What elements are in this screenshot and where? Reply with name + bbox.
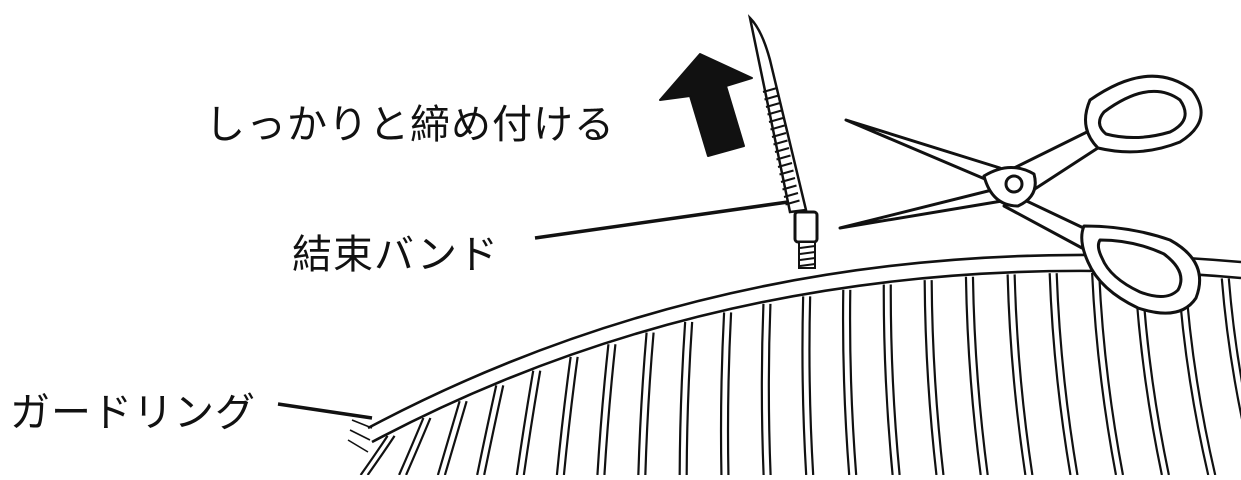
cable-tie-label: 結束バンド: [292, 232, 499, 278]
guard-wire: [685, 321, 694, 476]
guard-ring-leader: [277, 402, 373, 420]
tie-serration: [768, 117, 784, 123]
tie-serration: [785, 199, 800, 206]
cable-tie-leader: [534, 200, 789, 240]
tie-serration: [782, 184, 797, 191]
tie-serration: [780, 177, 796, 183]
guard-wire: [515, 370, 535, 476]
guard-wire: [760, 303, 765, 476]
tie-serration: [764, 94, 779, 101]
guard-wire: [603, 344, 617, 476]
tie-serration: [767, 109, 782, 116]
guard-wire: [366, 435, 396, 476]
guard-wire: [1091, 272, 1118, 476]
tie-serration: [771, 132, 787, 138]
guard-wire: [889, 284, 901, 476]
tie-serration: [765, 102, 781, 108]
tie-serration: [783, 192, 799, 198]
cable-tie: [747, 14, 819, 269]
guard-wire: [1098, 272, 1125, 476]
guard-wire: [405, 417, 432, 476]
tie-serration: [776, 154, 791, 161]
guard-wire: [398, 417, 425, 476]
guard-wire: [678, 321, 687, 476]
guard-wire: [562, 356, 579, 476]
guard-wire: [801, 296, 808, 476]
tie-serration: [773, 139, 788, 146]
guard-wire: [1006, 274, 1027, 476]
guard-wire: [882, 284, 894, 476]
guard-wire: [848, 289, 858, 476]
guard-wire: [436, 400, 461, 476]
guard-wire: [719, 312, 726, 476]
guard-wire: [522, 370, 542, 476]
guard-wire: [443, 400, 468, 476]
guard-wire: [596, 344, 610, 476]
guard-wire: [483, 385, 505, 476]
guard-wire: [1055, 273, 1079, 476]
guard-wire: [1013, 274, 1034, 476]
guard-wire: [930, 280, 945, 476]
guard-wire: [726, 312, 733, 476]
tie-serration: [762, 87, 778, 93]
guard-wire: [555, 356, 572, 476]
guard-wire: [767, 303, 772, 476]
tighten-label: しっかりと締め付ける: [205, 102, 615, 148]
guard-wire: [923, 280, 938, 476]
guard-wire: [637, 332, 648, 476]
guard-wire: [971, 276, 989, 476]
guard-wires: [359, 272, 1241, 476]
guard-wire: [1220, 278, 1241, 420]
scissors-icon: [838, 74, 1203, 315]
tie-serration: [774, 147, 790, 153]
guard-wire: [359, 435, 389, 476]
guard-wire: [964, 276, 982, 476]
tie-serration: [770, 124, 785, 131]
guard-wire: [808, 296, 815, 476]
tie-serration: [779, 169, 794, 176]
guard-ring-label: ガードリング: [10, 390, 256, 436]
up-arrow-icon: [659, 53, 753, 157]
tie-serration: [777, 162, 793, 168]
guard-wire: [476, 385, 498, 476]
guard-wire: [1048, 273, 1072, 476]
guard-wire: [841, 289, 851, 476]
guard-wire: [644, 332, 655, 476]
